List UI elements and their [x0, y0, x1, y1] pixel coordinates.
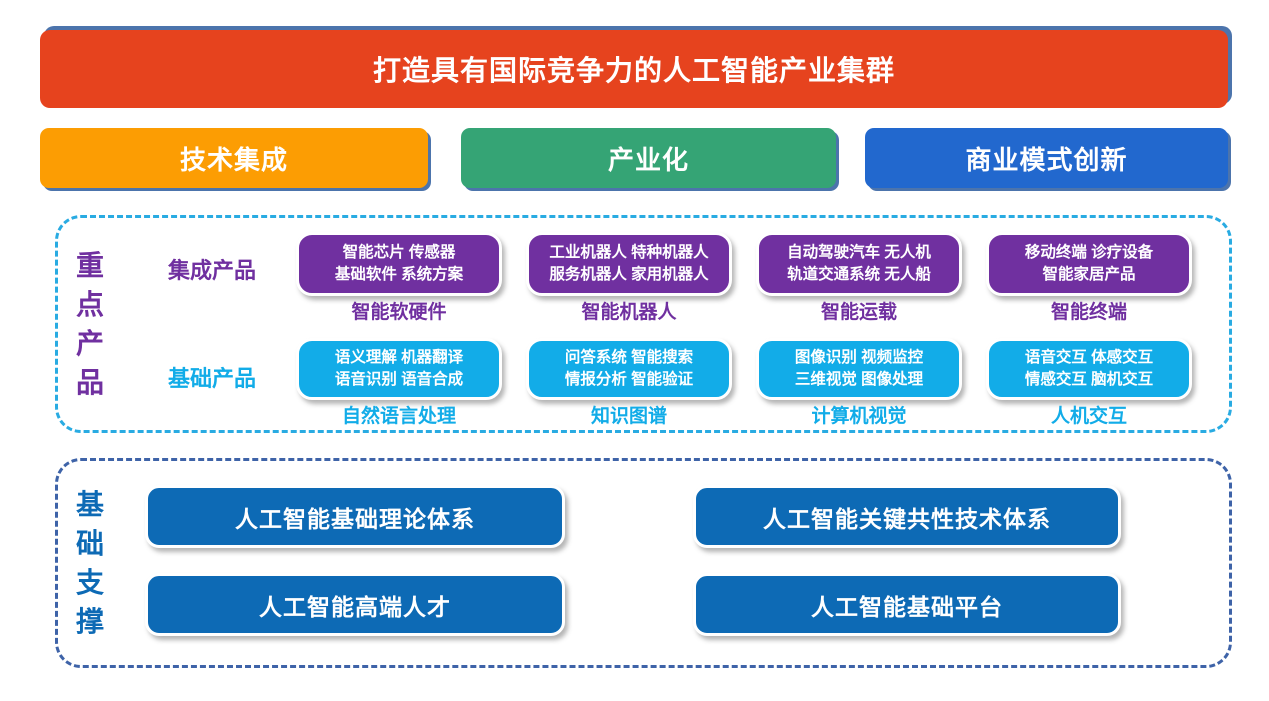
integrated-product-caption: 智能运载 — [820, 301, 897, 323]
product-column-smart-hw-sw: 智能芯片 传感器 基础软件 系统方案 智能软硬件 语义理解 机器翻译 语音识别 … — [296, 218, 502, 430]
basic-product-caption: 人机交互 — [1050, 406, 1127, 427]
basic-product-line: 问答系统 智能搜索 — [564, 348, 694, 366]
phase-box-business-model-innovation: 商业模式创新 — [865, 128, 1228, 188]
basic-product-line: 图像识别 视频监控 — [794, 348, 924, 366]
phase-box-tech-integration: 技术集成 — [40, 128, 428, 188]
foundation-box-key-common-tech: 人工智能关键共性技术体系 — [693, 485, 1121, 548]
integrated-product-caption: 智能机器人 — [581, 301, 677, 323]
integrated-product-line: 服务机器人 家用机器人 — [549, 265, 709, 283]
goal-banner-title: 打造具有国际竞争力的人工智能产业集群 — [372, 55, 895, 86]
basic-products-row-label: 基础产品 — [167, 366, 256, 391]
key-products-section-label: 重点产品 — [75, 250, 104, 398]
foundation-box-basic-theory: 人工智能基础理论体系 — [145, 485, 565, 548]
integrated-product-box: 移动终端 诊疗设备 智能家居产品 — [986, 232, 1192, 296]
foundation-support-section: 基础支撑 人工智能基础理论体系 人工智能关键共性技术体系 人工智能高端人才 人工… — [55, 458, 1232, 668]
basic-product-box: 图像识别 视频监控 三维视觉 图像处理 — [756, 337, 962, 400]
basic-product-box: 语义理解 机器翻译 语音识别 语音合成 — [296, 337, 502, 400]
integrated-product-line: 智能家居产品 — [1042, 265, 1136, 283]
basic-product-line: 语音识别 语音合成 — [334, 370, 464, 388]
integrated-product-line: 基础软件 系统方案 — [334, 265, 464, 283]
integrated-products-row-label: 集成产品 — [167, 258, 256, 283]
foundation-box-high-end-talent: 人工智能高端人才 — [145, 573, 565, 636]
integrated-product-line: 工业机器人 特种机器人 — [549, 243, 709, 261]
basic-product-caption: 自然语言处理 — [341, 406, 456, 427]
basic-product-box: 语音交互 体感交互 情感交互 脑机交互 — [986, 337, 1192, 400]
product-column-smart-robots: 工业机器人 特种机器人 服务机器人 家用机器人 智能机器人 问答系统 智能搜索 … — [526, 218, 732, 430]
foundation-box-basic-platform: 人工智能基础平台 — [693, 573, 1121, 636]
key-products-section: 重点产品 集成产品 基础产品 智能芯片 传感器 基础软件 系统方案 智能软硬件 … — [55, 215, 1232, 433]
product-column-smart-vehicles: 自动驾驶汽车 无人机 轨道交通系统 无人船 智能运载 图像识别 视频监控 三维视… — [756, 218, 962, 430]
phase-label-business-model-innovation: 商业模式创新 — [965, 144, 1128, 175]
basic-product-caption: 知识图谱 — [590, 406, 667, 427]
integrated-product-line: 移动终端 诊疗设备 — [1024, 243, 1154, 261]
integrated-product-line: 智能芯片 传感器 — [342, 243, 456, 261]
goal-banner: 打造具有国际竞争力的人工智能产业集群 — [40, 30, 1228, 108]
basic-product-line: 语音交互 体感交互 — [1024, 348, 1154, 366]
integrated-product-line: 轨道交通系统 无人船 — [787, 265, 931, 283]
basic-product-line: 情感交互 脑机交互 — [1024, 370, 1154, 388]
phase-box-industrialization: 产业化 — [461, 128, 836, 188]
basic-product-box: 问答系统 智能搜索 情报分析 智能验证 — [526, 337, 732, 400]
basic-product-caption: 计算机视觉 — [811, 406, 907, 427]
basic-product-line: 语义理解 机器翻译 — [334, 348, 464, 366]
foundation-section-label: 基础支撑 — [75, 489, 104, 637]
basic-product-line: 三维视觉 图像处理 — [794, 370, 924, 388]
basic-product-line: 情报分析 智能验证 — [564, 370, 694, 388]
integrated-product-box: 智能芯片 传感器 基础软件 系统方案 — [296, 232, 502, 296]
integrated-product-caption: 智能软硬件 — [351, 301, 447, 323]
integrated-product-box: 工业机器人 特种机器人 服务机器人 家用机器人 — [526, 232, 732, 296]
integrated-product-caption: 智能终端 — [1050, 301, 1127, 323]
integrated-product-box: 自动驾驶汽车 无人机 轨道交通系统 无人船 — [756, 232, 962, 296]
integrated-product-line: 自动驾驶汽车 无人机 — [787, 243, 931, 261]
phase-label-industrialization: 产业化 — [607, 144, 689, 175]
product-column-smart-terminals: 移动终端 诊疗设备 智能家居产品 智能终端 语音交互 体感交互 情感交互 脑机交… — [986, 218, 1192, 430]
phase-label-tech-integration: 技术集成 — [179, 144, 288, 175]
